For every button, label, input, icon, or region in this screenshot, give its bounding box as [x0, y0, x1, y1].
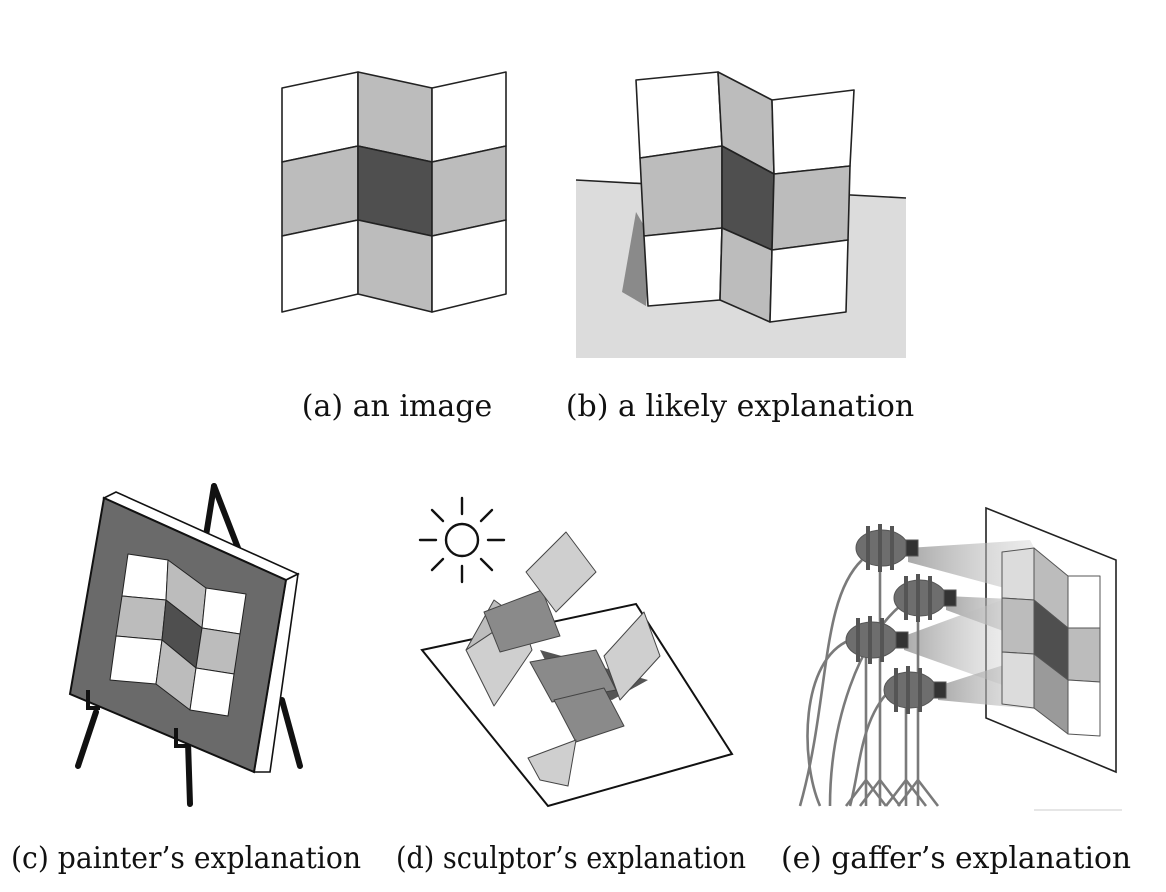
cables: [798, 559, 940, 807]
caption-e: (e) gaffer’s explanation: [781, 841, 1131, 876]
tile-e-1-2: [1001, 597, 1035, 655]
tile-e-3-3: [1067, 679, 1101, 737]
tile-c-1-1: [121, 553, 169, 601]
tile-a-3-3: [431, 219, 507, 313]
caption-d: (d) sculptor’s explanation: [396, 841, 746, 876]
tile-a-1-3: [281, 219, 359, 313]
caption-a: (a) an image: [302, 389, 492, 424]
tile-e-3-1: [1067, 575, 1101, 629]
panel-d-sculptor: [418, 496, 734, 808]
spotlight-icon: [855, 524, 919, 572]
tile-b-1-1: [635, 71, 723, 159]
tile-e-1-3: [1001, 651, 1035, 709]
panel-c-painter: [68, 483, 303, 807]
sun-icon: [418, 496, 506, 584]
tile-c-3-3: [189, 667, 235, 717]
fold-bottom-a: [553, 687, 625, 743]
spotlight-icon: [845, 616, 909, 664]
fold-top-left: [525, 531, 597, 613]
tile-a-2-3: [357, 219, 433, 313]
tile-b-3-2: [771, 165, 851, 251]
caption-c: (c) painter’s explanation: [11, 841, 361, 876]
panel-e-gaffer: [798, 506, 1122, 811]
tile-b-3-1: [771, 89, 855, 175]
fold-center-a: [483, 589, 561, 653]
cast-shadow: [622, 212, 650, 306]
fold-right-top: [603, 611, 661, 701]
caption-b: (b) a likely explanation: [566, 389, 914, 424]
spotlight-icon: [893, 574, 957, 622]
spotlight-icon: [883, 666, 947, 714]
tile-b-3-3: [769, 239, 849, 323]
tile-c-3-2: [195, 627, 241, 675]
tile-b-1-2: [639, 145, 723, 237]
tile-c-1-2: [115, 595, 167, 641]
fold-bottom-b: [527, 739, 577, 787]
tile-e-3-2: [1067, 627, 1101, 683]
panel-b-likely: [575, 71, 907, 358]
tile-c-3-1: [201, 587, 247, 635]
tile-e-1-1: [1001, 547, 1035, 601]
tile-c-1-3: [109, 635, 163, 685]
tile-b-1-3: [643, 227, 723, 307]
panel-a-image: [281, 71, 507, 313]
